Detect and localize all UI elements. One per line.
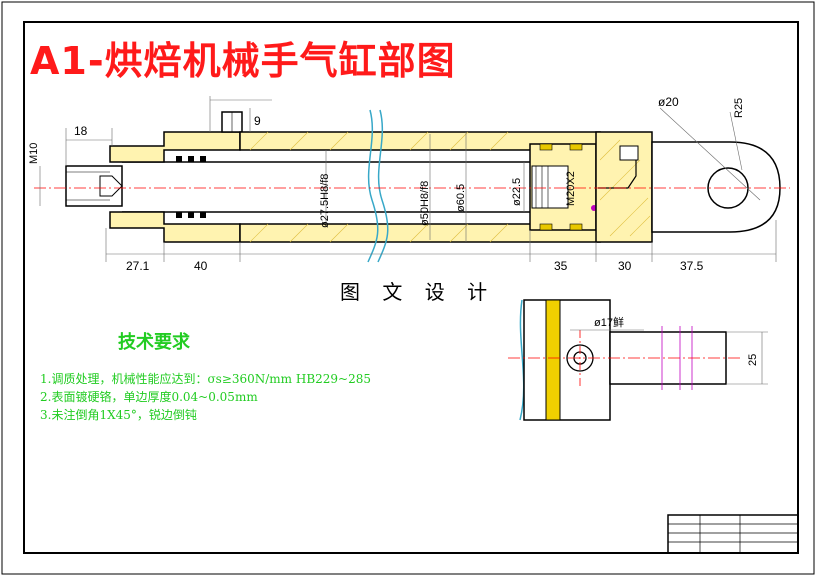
dim-35: 35	[554, 259, 568, 273]
requirement-item-1: 1.调质处理，机械性能应达到：σs≥360N/mm HB229~285	[40, 372, 372, 386]
dim-r25: R25	[733, 98, 745, 118]
rear-port	[619, 145, 639, 161]
end-cap-bottom	[109, 211, 241, 243]
dim-phi60: ø60.5	[455, 184, 467, 212]
drawing-caption: 图 文 设 计	[340, 280, 496, 304]
break-line-left	[367, 109, 379, 263]
dim-m10: M10	[28, 143, 40, 164]
requirement-item-2: 2.表面镀硬铬，单边厚度0.04~0.05mm	[40, 390, 258, 404]
end-cap-top	[109, 131, 241, 163]
rod-seals	[176, 156, 206, 218]
dim-40: 40	[194, 259, 208, 273]
break-line-right	[377, 109, 389, 263]
drawing-title: A1-烘焙机械手气缸部图	[30, 39, 456, 83]
dim-37-5: 37.5	[680, 259, 704, 273]
dim-m20: M20X2	[565, 171, 577, 206]
dim-30: 30	[618, 259, 632, 273]
dim-phi22: ø22.5	[511, 178, 523, 206]
dim-fit-bore: ø50H8/f8	[419, 181, 431, 226]
dim-9: 9	[254, 114, 261, 128]
title-block	[667, 514, 799, 554]
air-passage	[598, 160, 637, 189]
detail-break-line	[519, 299, 525, 421]
dim-27-1: 27.1	[126, 259, 150, 273]
detail-seal-strip	[545, 299, 561, 421]
dimension-lines	[39, 96, 777, 262]
dim-25: 25	[747, 354, 759, 366]
piston-seals	[539, 143, 583, 231]
inner-frame	[23, 21, 799, 554]
requirements-heading: 技术要求	[118, 332, 190, 353]
dim-phi17: ø17鲜	[594, 315, 624, 329]
dim-fit-rod: ø27.5H8/f8	[319, 174, 331, 228]
dim-18: 18	[74, 124, 88, 138]
hatch-lines	[249, 131, 509, 243]
detail-view	[508, 299, 768, 421]
clevis-hole	[707, 167, 749, 209]
dim-phi20: ø20	[658, 95, 679, 109]
piston-nut	[531, 165, 569, 209]
cylinder-section-view	[34, 109, 790, 263]
requirement-item-3: 3.未注倒角1X45°，锐边倒钝	[40, 408, 197, 422]
